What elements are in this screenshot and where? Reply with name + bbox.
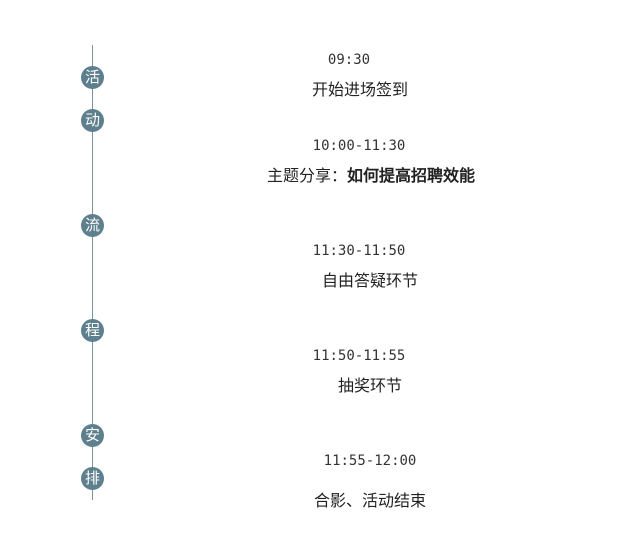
schedule-time-1: 09:30 <box>327 52 371 68</box>
schedule-event-3: 自由答疑环节 <box>321 271 419 290</box>
timeline-node-3: 流 <box>81 214 104 237</box>
timeline-node-1: 活 <box>81 66 104 89</box>
schedule-time-5: 11:55-12:00 <box>323 453 417 469</box>
schedule-event-5: 合影、活动结束 <box>313 491 427 510</box>
timeline-node-4: 程 <box>81 319 104 342</box>
timeline-node-5: 安 <box>81 424 104 447</box>
timeline-node-2: 动 <box>81 109 104 132</box>
timeline-node-6: 排 <box>81 467 104 490</box>
schedule-event-2-prefix: 主题分享： <box>266 166 347 185</box>
schedule-time-3: 11:30-11:50 <box>312 243 406 259</box>
schedule-time-4: 11:50-11:55 <box>312 348 406 364</box>
schedule-event-1: 开始进场签到 <box>311 80 409 99</box>
schedule-event-4: 抽奖环节 <box>337 376 403 395</box>
schedule-event-2-emphasis: 如何提高招聘效能 <box>347 166 476 185</box>
schedule-time-2: 10:00-11:30 <box>312 138 406 154</box>
schedule-event-2: 主题分享：如何提高招聘效能 <box>267 162 475 186</box>
timeline-line <box>92 45 93 500</box>
